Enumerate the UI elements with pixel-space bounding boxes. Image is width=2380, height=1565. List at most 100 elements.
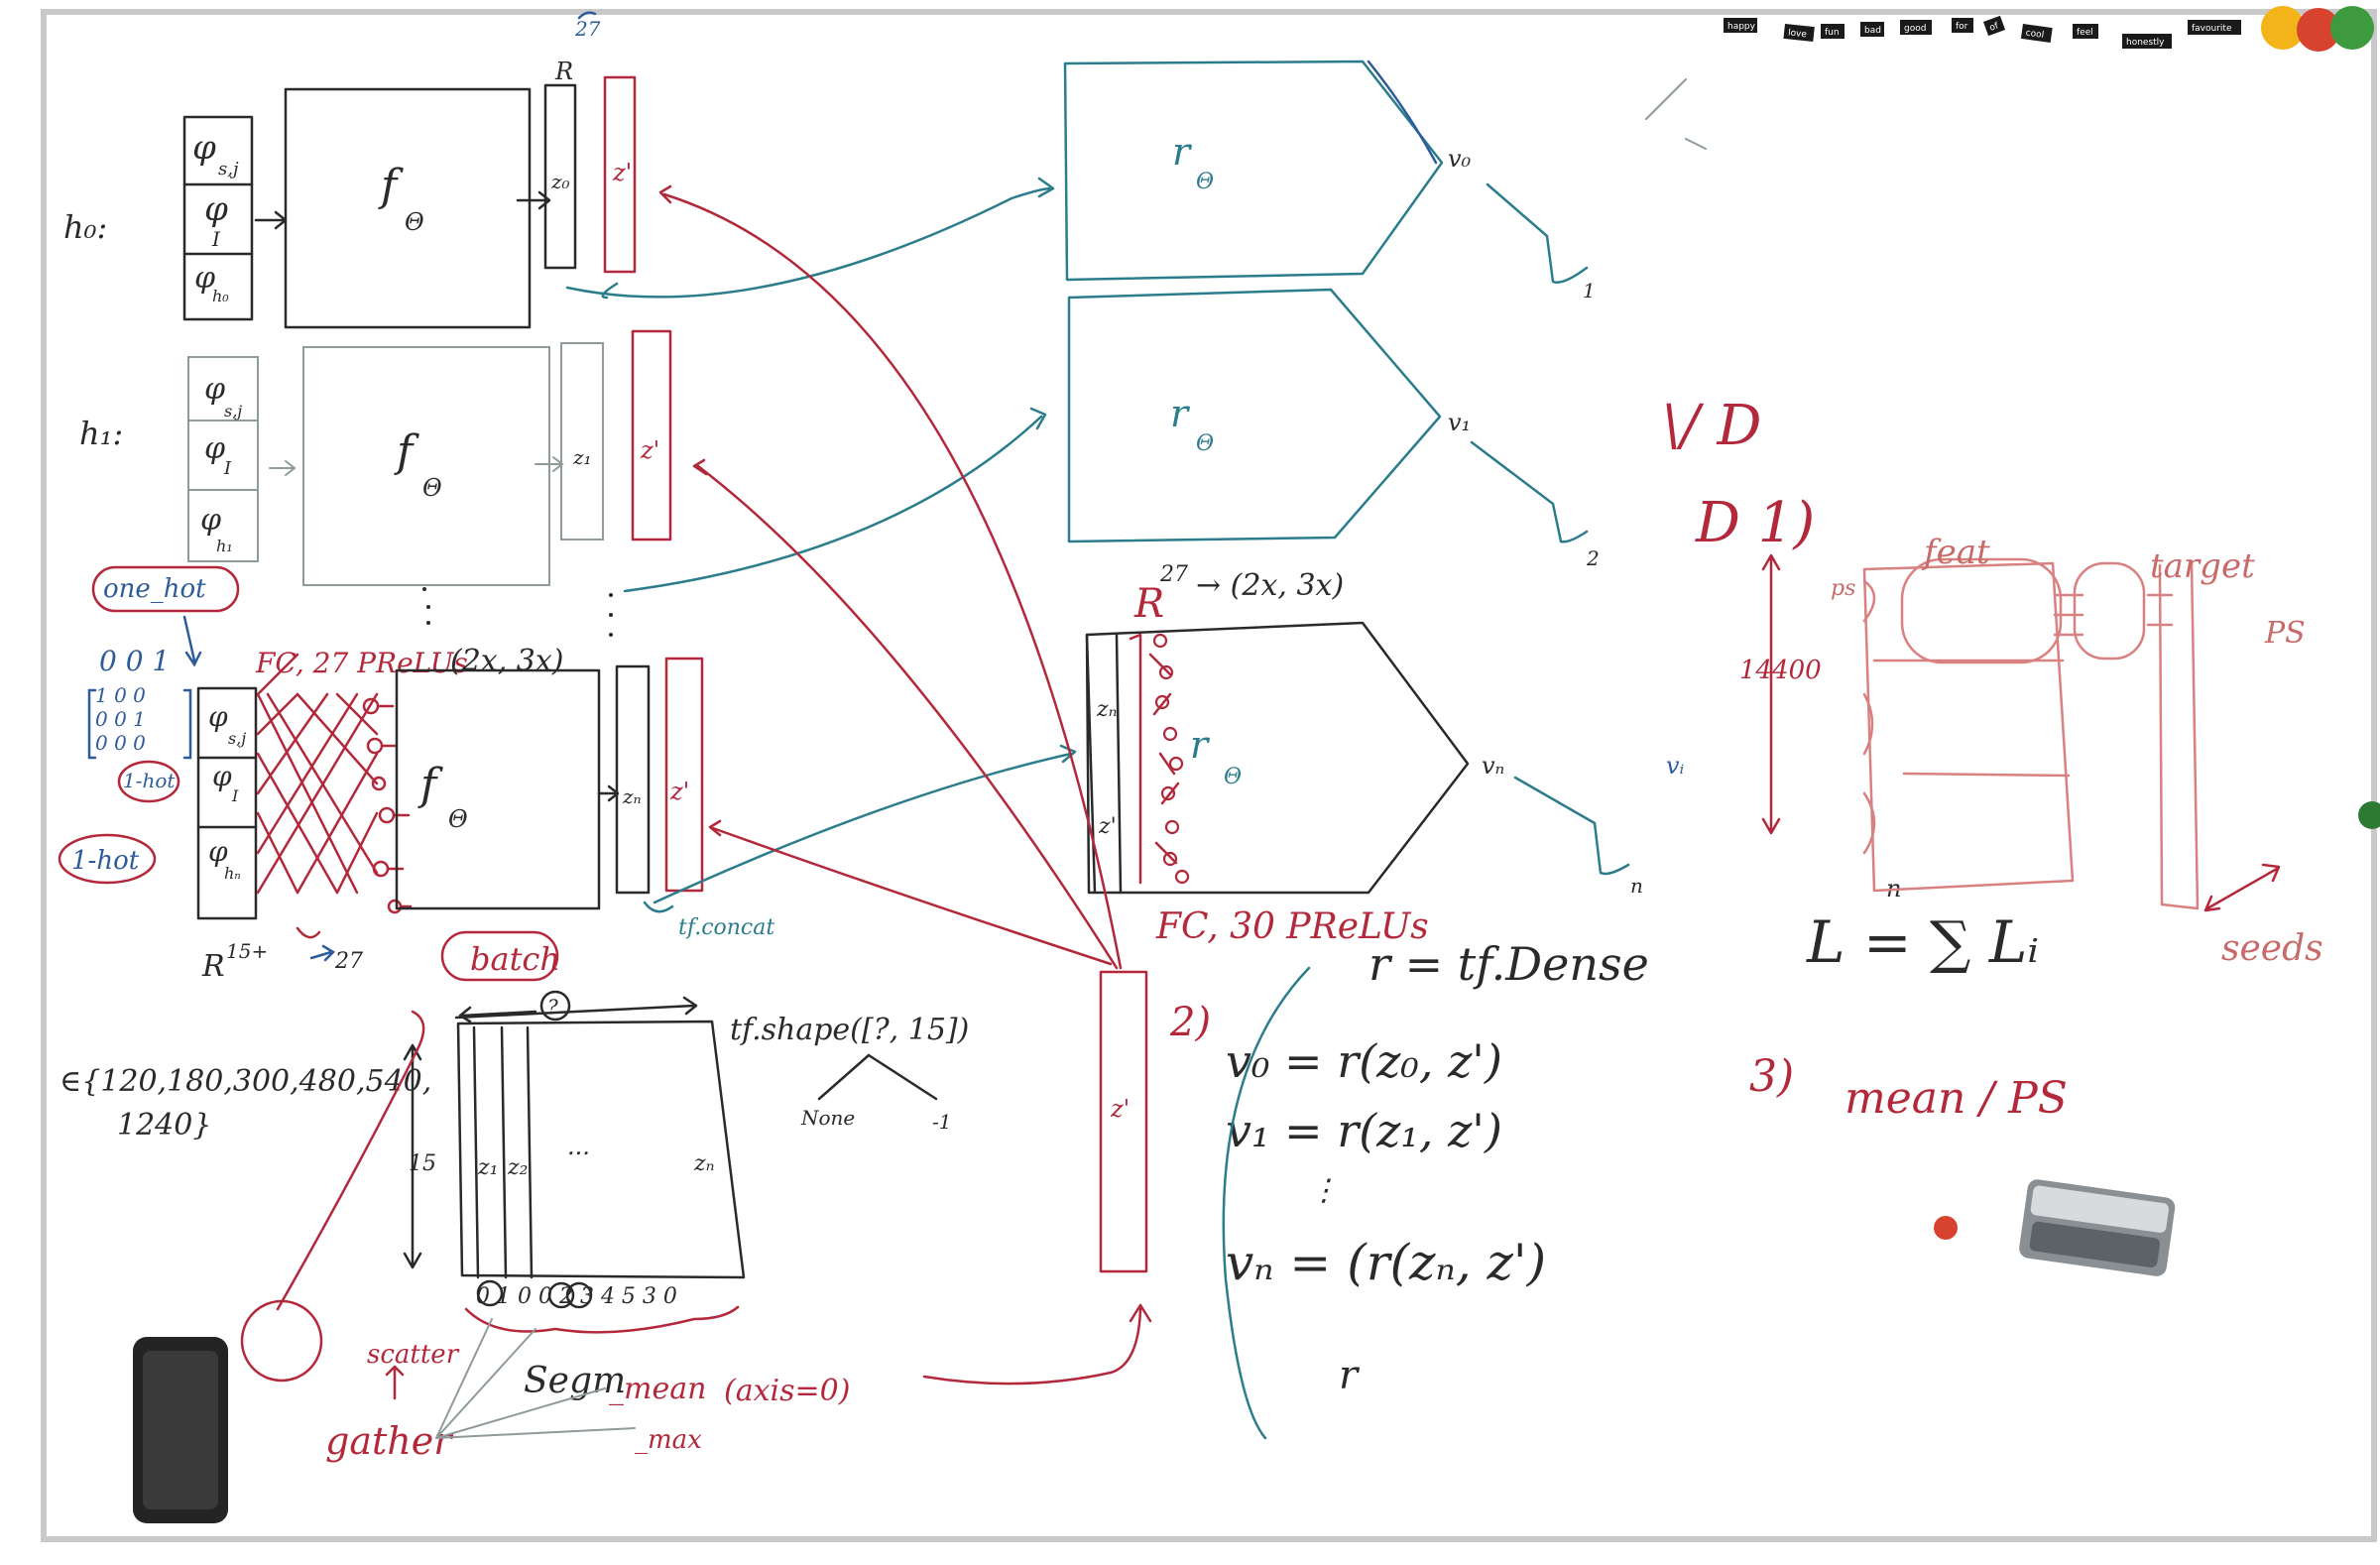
svg-text:φ: φ bbox=[204, 431, 225, 466]
svg-text:φ: φ bbox=[200, 503, 221, 538]
batch-block: batch ? tf.shape([?, 15]) None -1 ∈{120,… bbox=[60, 930, 1152, 1463]
row-hn: φ s,j φ I φ hₙ FC, 27 PReLUs (2x, 3x) f … bbox=[196, 644, 774, 984]
magnet-dark-right bbox=[2358, 801, 2380, 829]
svg-text:z': z' bbox=[612, 159, 632, 186]
right-annotations: \/ D D 1) 14400 vᵢ feat target ps PS see… bbox=[1645, 78, 2323, 969]
eq-vn: vₙ = (r(zₙ, z') bbox=[1226, 1234, 1546, 1291]
one-hot-annotation: one_hot 0 0 1 1 0 0 0 0 1 0 0 0 1-hot 1-… bbox=[58, 565, 240, 885]
svg-text:I: I bbox=[231, 786, 239, 805]
arrow bbox=[516, 190, 551, 210]
svg-text:2): 2) bbox=[1169, 1000, 1211, 1045]
row-h0: h₀: φ s,j φ I φ h₀ f Θ z₀ z' R 27 bbox=[63, 11, 637, 329]
magnet-word: for bbox=[1952, 18, 1973, 33]
svg-text:φ: φ bbox=[212, 760, 232, 792]
svg-text:1240}: 1240} bbox=[117, 1108, 211, 1143]
colored-magnets bbox=[1934, 6, 2380, 1240]
phi-I: φ bbox=[204, 189, 228, 229]
board-eraser-left[interactable] bbox=[133, 1337, 228, 1523]
svg-text:feel: feel bbox=[2077, 28, 2093, 38]
none-label: None bbox=[800, 1106, 855, 1130]
svg-text:z₁: z₁ bbox=[477, 1155, 498, 1180]
one-hot-header: 0 0 1 bbox=[99, 645, 170, 677]
svg-text:r: r bbox=[1339, 1353, 1361, 1398]
fc-label: FC, 27 PReLUs bbox=[255, 647, 468, 679]
svg-text:vᵢ: vᵢ bbox=[1666, 752, 1685, 780]
mean-ps: mean / PS bbox=[1844, 1073, 2068, 1124]
svg-text:1-hot: 1-hot bbox=[123, 769, 176, 792]
svg-text:r: r bbox=[1170, 392, 1191, 435]
connector-curves bbox=[565, 177, 1123, 970]
z-vector bbox=[543, 83, 577, 270]
one-hot-bubble bbox=[91, 565, 240, 613]
target-label: target bbox=[2150, 546, 2255, 586]
row-label: h₀: bbox=[63, 208, 107, 246]
svg-text:hₙ: hₙ bbox=[224, 864, 241, 883]
svg-text:zₙ: zₙ bbox=[693, 1151, 715, 1176]
svg-text:Θ: Θ bbox=[405, 208, 424, 236]
svg-text:I: I bbox=[211, 227, 221, 251]
svg-text:good: good bbox=[1904, 24, 1926, 34]
magnet-green bbox=[2330, 6, 2374, 50]
input-dim: R bbox=[201, 949, 225, 984]
svg-text:27: 27 bbox=[1159, 562, 1188, 587]
magnet-word: of bbox=[1983, 15, 2006, 37]
svg-text:15: 15 bbox=[409, 1151, 436, 1176]
eq-v1: v₁ = r(z₁, z') bbox=[1226, 1104, 1502, 1157]
fc-connections bbox=[256, 653, 379, 895]
svg-text:Θ: Θ bbox=[1224, 765, 1242, 789]
svg-text:r: r bbox=[1190, 723, 1211, 767]
svg-text:r: r bbox=[1172, 130, 1193, 174]
zprime-vector bbox=[664, 657, 704, 893]
svg-text:→ (2x, 3x): → (2x, 3x) bbox=[1196, 568, 1344, 603]
svg-text:27: 27 bbox=[574, 17, 601, 41]
input-features bbox=[182, 115, 254, 321]
magnet-word: love bbox=[1783, 24, 1815, 43]
svg-text:z': z' bbox=[1098, 814, 1117, 839]
magnet-word: feel bbox=[2073, 24, 2098, 39]
sum-eq: L = ∑ Lᵢ bbox=[1806, 908, 2039, 976]
output-dim: 27 bbox=[334, 949, 363, 974]
fc-shape: (2x, 3x) bbox=[450, 644, 564, 678]
f-theta-block bbox=[302, 346, 550, 586]
svg-text:h₁: h₁ bbox=[216, 537, 233, 555]
svg-text:zₙ: zₙ bbox=[1096, 697, 1118, 722]
svg-text:-1: -1 bbox=[932, 1110, 951, 1134]
equations: r = tf.Dense 2) v₀ = r(z₀, z') v₁ = r(z₁… bbox=[1169, 875, 2068, 1440]
board-eraser-right[interactable] bbox=[2018, 1178, 2177, 1277]
svg-text:for: for bbox=[1956, 22, 1968, 32]
magnet-word: good bbox=[1900, 20, 1932, 35]
fc-30-prelus: FC, 30 PReLUs bbox=[1155, 906, 1429, 947]
axis-label: (axis=0) bbox=[724, 1374, 850, 1408]
svg-text:PS: PS bbox=[2264, 616, 2306, 651]
svg-text:_mean: _mean bbox=[609, 1372, 706, 1406]
svg-text:happy: happy bbox=[1727, 22, 1756, 32]
eq-v0: v₀ = r(z₀, z') bbox=[1226, 1034, 1502, 1088]
batch-label: batch bbox=[470, 940, 560, 978]
n14400: 14400 bbox=[1739, 656, 1822, 685]
magnet-word: happy bbox=[1724, 18, 1757, 33]
svg-text:3): 3) bbox=[1749, 1051, 1794, 1102]
svg-text:1: 1 bbox=[1583, 279, 1596, 302]
input-features bbox=[196, 686, 258, 920]
r-theta-block-0: r Θ v₀ 1 bbox=[1063, 60, 1596, 302]
z-vector bbox=[560, 342, 604, 541]
magnet-word: fun bbox=[1821, 24, 1844, 39]
svg-text:0 0 0: 0 0 0 bbox=[95, 731, 146, 755]
svg-text:h₀: h₀ bbox=[212, 287, 229, 305]
hot-bubble bbox=[117, 760, 180, 803]
magnet-word: honestly bbox=[2122, 34, 2172, 49]
v-label: v₀ bbox=[1448, 145, 1472, 173]
svg-text:Θ: Θ bbox=[448, 805, 468, 833]
ellipsis-dots bbox=[422, 587, 613, 637]
batch-sizes: ∈{120,180,300,480,540, bbox=[60, 1064, 431, 1099]
f-theta-block bbox=[284, 87, 532, 329]
svg-text:z': z' bbox=[640, 436, 659, 464]
svg-text:_max: _max bbox=[635, 1425, 702, 1455]
svg-text:n: n bbox=[1630, 874, 1643, 898]
magnet-red bbox=[2297, 8, 2340, 52]
svg-text:v₁: v₁ bbox=[1448, 409, 1471, 436]
shape-call: tf.shape([?, 15]) bbox=[730, 1013, 969, 1047]
svg-text:zₙ: zₙ bbox=[622, 784, 642, 808]
magnet-word: bad bbox=[1860, 22, 1884, 37]
svg-text:Θ: Θ bbox=[422, 474, 442, 502]
